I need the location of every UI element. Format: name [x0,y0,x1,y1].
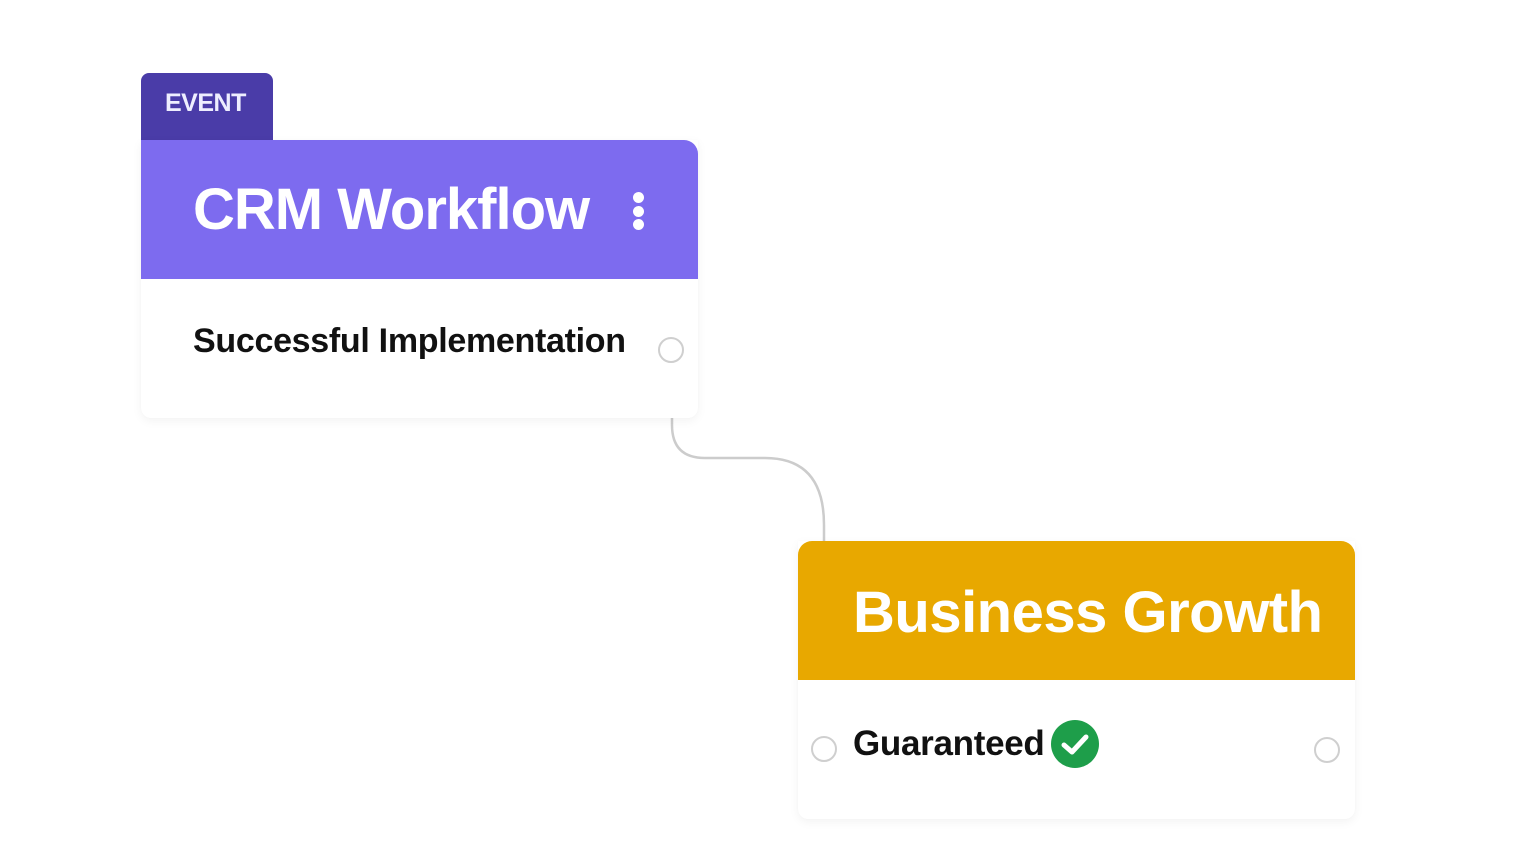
business-output-port[interactable] [1314,737,1340,763]
crm-workflow-node[interactable]: CRM Workflow Successful Implementation [141,140,698,418]
event-tab: EVENT [141,73,273,143]
crm-workflow-header[interactable]: CRM Workflow [141,140,698,279]
crm-output-port[interactable] [658,337,684,363]
crm-workflow-title: CRM Workflow [193,177,590,242]
business-growth-node[interactable]: Business Growth Guaranteed [798,541,1355,819]
business-growth-title: Business Growth [853,580,1323,645]
business-input-port[interactable] [811,736,837,762]
business-growth-header[interactable]: Business Growth [798,541,1355,680]
business-input-label: Guaranteed [853,724,1045,763]
event-tab-label: EVENT [165,89,246,117]
kebab-menu-icon[interactable] [633,192,645,230]
crm-output-label: Successful Implementation [193,322,626,360]
check-circle-icon [1051,720,1099,768]
